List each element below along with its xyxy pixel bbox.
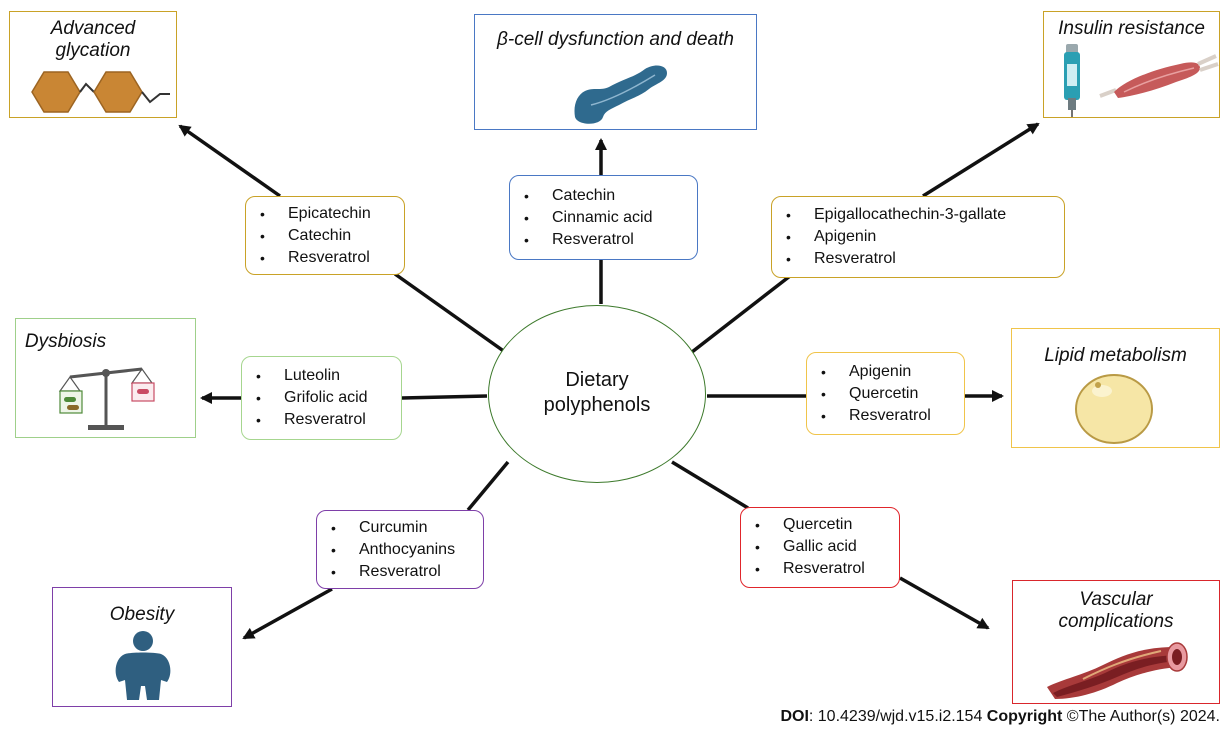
compound-list-dysbiosis: Luteolin Grifolic acid Resveratrol [241, 356, 402, 440]
outcome-beta-cell-title: β-cell dysfunction and death [497, 29, 734, 50]
compound-item: Resveratrol [510, 229, 697, 251]
link-center-insulin [690, 274, 792, 354]
link-center-dysbiosis [401, 394, 488, 400]
arrow-to-obesity [242, 587, 333, 640]
compound-item: Resveratrol [246, 247, 404, 269]
doi-label: DOI [780, 708, 809, 725]
center-label-line1: Dietary [565, 369, 629, 391]
compound-item: Cinnamic acid [510, 207, 697, 229]
compound-item: Epigallocathechin-3-gallate [772, 204, 1064, 226]
outcome-insulin-resistance: Insulin resistance [1043, 11, 1220, 118]
outcome-lipid-metabolism-title: Lipid metabolism [1044, 345, 1187, 366]
compound-item: Quercetin [741, 514, 899, 536]
outcome-advanced-glycation: Advanced glycation [9, 11, 177, 118]
copyright-label: Copyright [986, 708, 1063, 725]
outcome-dysbiosis-title: Dysbiosis [24, 331, 107, 352]
outcome-insulin-resistance-title: Insulin resistance [1058, 18, 1205, 39]
center-label-line2: polyphenols [543, 394, 651, 416]
compound-item: Apigenin [772, 226, 1064, 248]
compound-item: Luteolin [242, 365, 401, 387]
doi-copyright-footer: DOI: 10.4239/wjd.v15.i2.154 Copyright ©T… [780, 708, 1220, 726]
arrow-to-advanced-glycation [178, 124, 282, 198]
compound-item: Resveratrol [807, 405, 964, 427]
outcome-obesity: Obesity [52, 587, 232, 707]
compound-item: Apigenin [807, 361, 964, 383]
outcome-advanced-glycation-title-line1: Advanced [50, 18, 136, 39]
compound-item: Resveratrol [772, 248, 1064, 270]
compound-list-vascular: Quercetin Gallic acid Resveratrol [740, 507, 900, 588]
doi-value: : 10.4239/wjd.v15.i2.154 [808, 708, 987, 725]
compound-list-obesity: Curcumin Anthocyanins Resveratrol [316, 510, 484, 589]
outcome-vascular-title-line1: Vascular [1079, 589, 1153, 610]
outcome-obesity-title: Obesity [109, 604, 175, 625]
compound-list-glycation: Epicatechin Catechin Resveratrol [245, 196, 405, 275]
compound-item: Catechin [246, 225, 404, 247]
compound-item: Resveratrol [741, 558, 899, 580]
outcome-dysbiosis: Dysbiosis [15, 318, 196, 438]
compound-list-beta-cell: Catechin Cinnamic acid Resveratrol [509, 175, 698, 260]
compound-item: Quercetin [807, 383, 964, 405]
insulin-pen-icon [1064, 44, 1080, 117]
outcome-lipid-metabolism: Lipid metabolism [1011, 328, 1220, 448]
compound-list-insulin: Epigallocathechin-3-gallate Apigenin Res… [771, 196, 1065, 278]
compound-item: Resveratrol [317, 561, 483, 583]
compound-item: Grifolic acid [242, 387, 401, 409]
compound-item: Resveratrol [242, 409, 401, 431]
copyright-value: ©The Author(s) 2024. [1062, 708, 1220, 725]
arrow-to-insulin-resistance [922, 122, 1040, 198]
compound-list-lipid: Apigenin Quercetin Resveratrol [806, 352, 965, 435]
blood-vessel-icon [1047, 642, 1188, 699]
lipid-droplet-icon [1075, 374, 1153, 444]
outcome-advanced-glycation-title-line2: glycation [55, 40, 131, 61]
compound-item: Gallic acid [741, 536, 899, 558]
person-obesity-icon [115, 631, 171, 700]
link-center-obesity [466, 460, 510, 512]
balance-scale-icon [58, 367, 155, 430]
link-center-vascular [671, 460, 749, 510]
pancreas-icon [574, 65, 667, 124]
arrow-to-vascular [899, 576, 990, 630]
compound-item: Epicatechin [246, 203, 404, 225]
link-center-glycation [393, 272, 507, 354]
hexagon-molecule-icon [31, 71, 170, 113]
outcome-vascular-title-line2: complications [1058, 611, 1174, 632]
center-node-dietary-polyphenols: Dietary polyphenols [488, 305, 706, 483]
muscle-icon [1099, 54, 1219, 98]
compound-item: Anthocyanins [317, 539, 483, 561]
compound-item: Curcumin [317, 517, 483, 539]
compound-item: Catechin [510, 185, 697, 207]
outcome-beta-cell-dysfunction: β-cell dysfunction and death [474, 14, 757, 130]
outcome-vascular-complications: Vascular complications [1012, 580, 1220, 704]
